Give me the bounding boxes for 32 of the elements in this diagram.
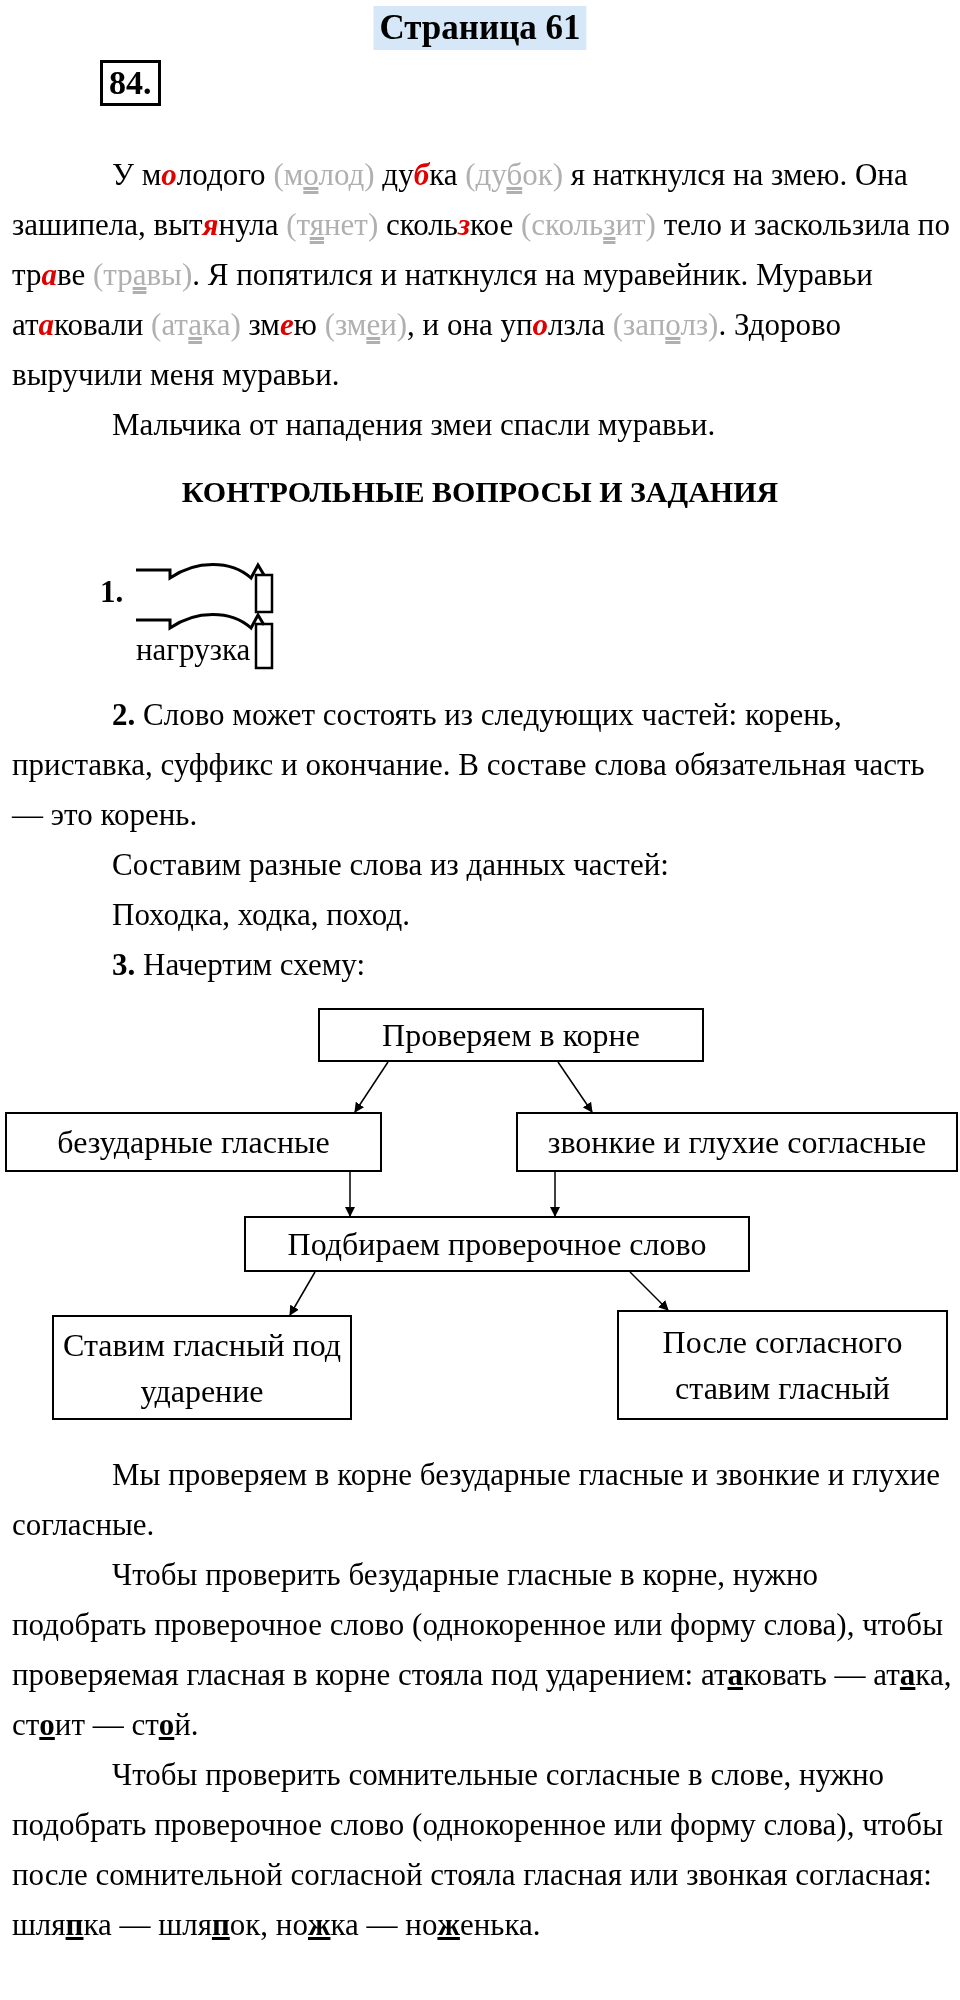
node-text: Ставим гласный под ударение [61,1325,343,1411]
arrow [550,1171,560,1217]
process-box [5,1112,382,1172]
process-box [52,1315,352,1420]
process-box [516,1112,958,1172]
node-text: звонкие и глухие согласные [547,1123,927,1162]
arrow [629,1271,669,1311]
paragraph: Походка, ходка, поход. [111,896,411,934]
process-box [617,1310,948,1420]
node-text: Проверяем в корне [382,1016,640,1055]
process-box [244,1216,750,1272]
paragraph: Мы проверяем в корне безударные гласные и звонкие и глухие согласные. [12,1456,942,1544]
paragraph: 2. Слово может состоять из следующих частей: корень, приставка, суффикс и окончание. В составе слова обязательная часть — это корень. [12,696,926,834]
section-heading: КОНТРОЛЬНЫЕ ВОПРОСЫ И ЗАДАНИЯ [180,474,780,510]
paragraph: 3. Начертим схему: [111,946,366,984]
paragraph: Чтобы проверить сомнительные согласные в слове, нужно подобрать проверочное слово (однокоренное или форму слова), чтобы после сомнительной согласной стояла гласная или звонкая согласная: шляпка — шляпок, ножка — ноженька. [12,1756,944,1944]
paragraph: Чтобы проверить безударные гласные в корне, нужно подобрать проверочное слово (однокоренное или форму слова), чтобы проверяемая гласная в корне стояла под ударением: атаковать — атака, стоит — стой. [12,1556,952,1744]
process-box [318,1008,704,1062]
arrow [557,1061,593,1113]
word: нагрузка [136,631,251,669]
node-text: безударные гласные [57,1123,330,1162]
task-number: 1. [100,573,124,611]
arrow [354,1061,389,1113]
paragraph: У молодого (молод) дубка (дубок) я наткнулся на змею. Она зашипела, вытянула (тянет) скользкое (скользит) тело и заскользила по траве (травы). Я попятился и наткнулся на муравейник. Муравьи атаковали (атака) змею (змеи), и она уползла (заполз). Здорово выручили меня муравьи. [12,156,951,394]
node-text: Подбираем проверочное слово [287,1225,707,1264]
paragraph: Составим разные слова из данных частей: [111,846,670,884]
paragraph: Мальчика от нападения змеи спасли муравьи. [111,406,717,444]
exercise-number: 84. [100,60,161,106]
node-text: После согласного ставим гласный [661,1323,904,1408]
page-title: Страница 61 [373,6,587,50]
arrow [345,1171,355,1217]
arrow [289,1271,316,1316]
